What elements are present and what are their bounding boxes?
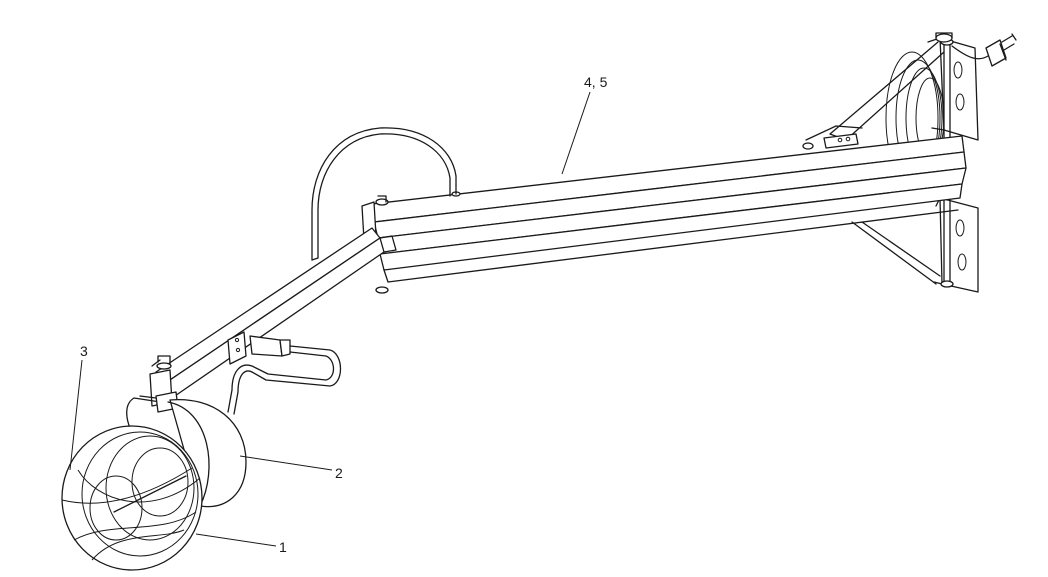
callout-item-2: 2 — [335, 465, 343, 481]
leader-1 — [195, 533, 277, 547]
lower-arm — [149, 227, 397, 407]
lamp-guard — [61, 425, 203, 571]
wall-mount-bracket — [829, 32, 979, 293]
callout-item-1: 1 — [279, 539, 287, 555]
leader-lines — [69, 91, 591, 547]
upper-arm — [361, 125, 967, 294]
leader-3 — [69, 359, 83, 471]
leader-2 — [239, 455, 333, 471]
cord-loop-lower — [227, 345, 342, 415]
callout-item-3: 3 — [80, 343, 88, 359]
cord-loop-upper — [311, 127, 457, 261]
power-plug — [951, 33, 1017, 67]
leader-4-5 — [561, 91, 591, 175]
callout-item-4-5: 4, 5 — [584, 74, 608, 90]
lamp-housing — [167, 398, 247, 508]
